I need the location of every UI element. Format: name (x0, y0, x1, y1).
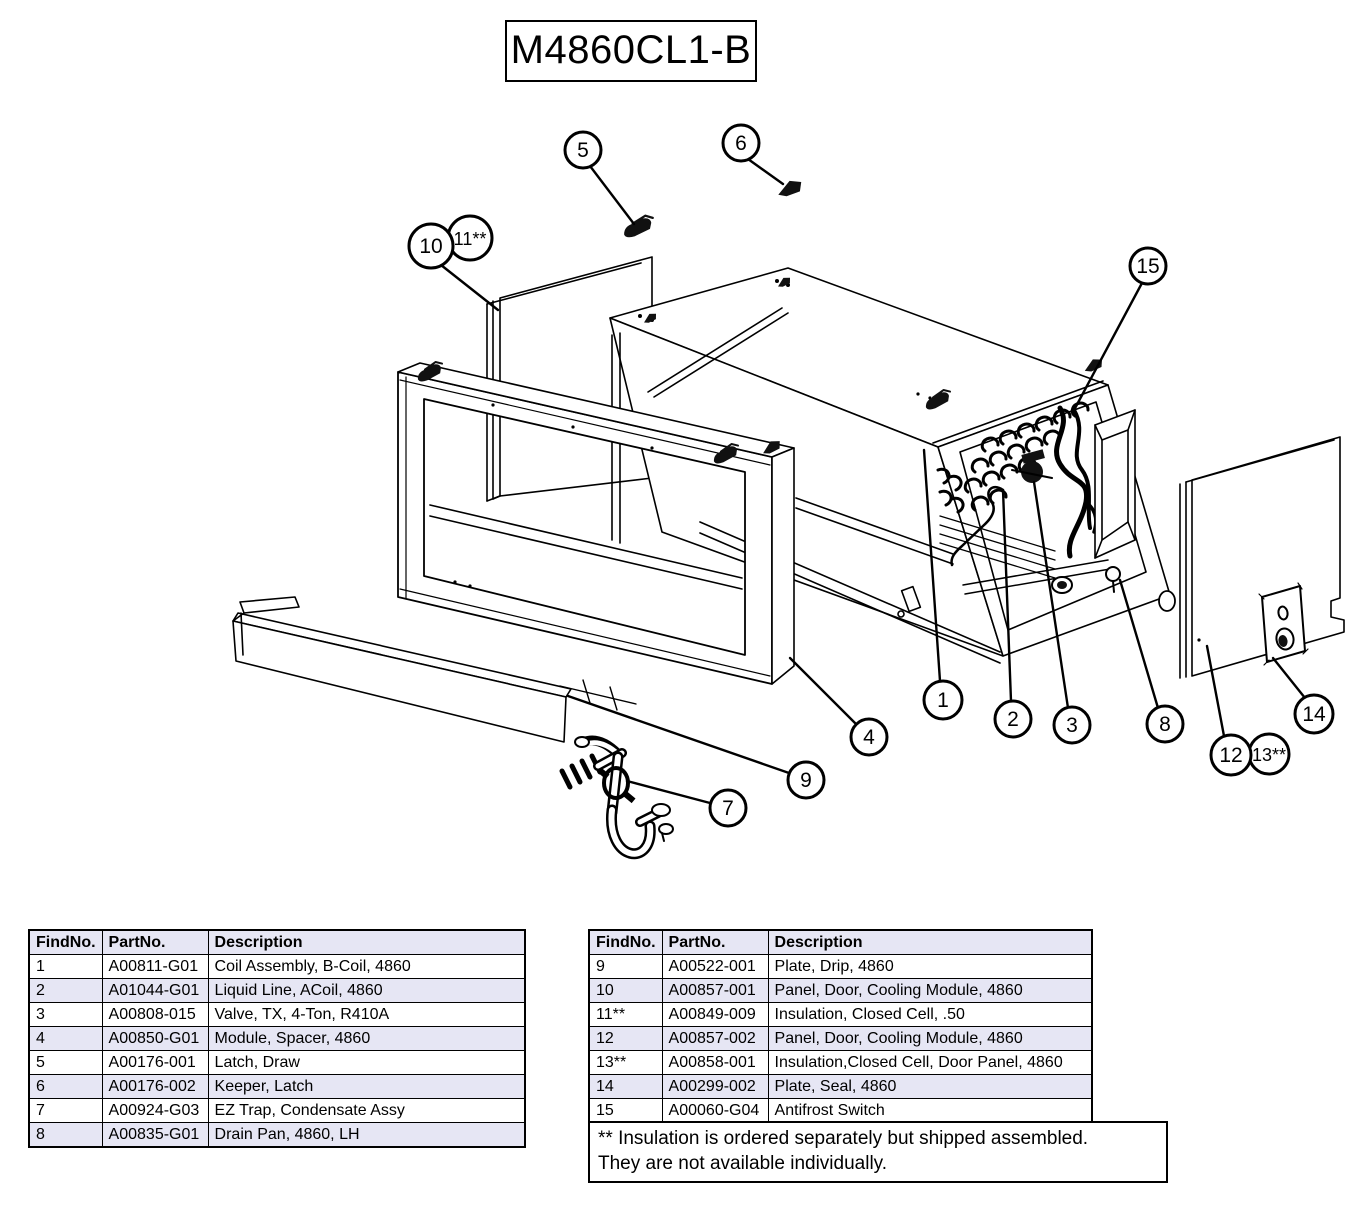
col-header-findno: FindNo. (28, 929, 103, 955)
air-baffle (1094, 409, 1136, 559)
liquid-line (950, 485, 1005, 567)
callouts: 5 6 11** 10 15 1 2 3 8 4 9 7 13** 12 14 (407, 123, 1335, 828)
callout-6: 6 (721, 123, 761, 163)
svg-text:8: 8 (1159, 713, 1171, 736)
svg-text:10: 10 (419, 235, 442, 258)
col-header-description: Description (207, 929, 526, 955)
svg-text:2: 2 (1007, 708, 1019, 731)
callout-10: 10 (407, 222, 455, 270)
callout-4: 4 (849, 717, 889, 757)
col-header-findno: FindNo. (588, 929, 663, 955)
tx-valve (1011, 449, 1053, 483)
svg-text:13**: 13** (1252, 745, 1286, 765)
svg-text:12: 12 (1219, 744, 1242, 767)
cabinet-coil-module (429, 267, 1176, 664)
svg-text:4: 4 (863, 726, 875, 749)
draw-latch-item-5 (620, 213, 657, 240)
col-header-partno: PartNo. (101, 929, 209, 955)
svg-text:5: 5 (577, 139, 589, 162)
model-title: M4860CL1-B (505, 20, 757, 82)
svg-text:3: 3 (1066, 714, 1078, 737)
drip-plate (232, 596, 637, 743)
ez-trap-assembly (559, 735, 674, 860)
col-header-partno: PartNo. (661, 929, 769, 955)
insulation-footnote: ** Insulation is ordered separately but … (588, 1121, 1168, 1184)
callout-14: 14 (1293, 693, 1335, 735)
col-header-description: Description (767, 929, 1093, 955)
callout-3: 3 (1052, 705, 1092, 745)
svg-text:9: 9 (800, 769, 812, 792)
footnote-line-1: ** Insulation is ordered separately but … (598, 1128, 1089, 1149)
svg-text:1: 1 (937, 689, 949, 712)
svg-text:11**: 11** (454, 229, 487, 249)
callout-2: 2 (993, 699, 1033, 739)
callout-5: 5 (563, 130, 603, 170)
door-panel-12-13 (1179, 436, 1345, 679)
leader-lines (439, 157, 1307, 805)
callout-15: 15 (1128, 246, 1168, 286)
svg-text:15: 15 (1136, 255, 1159, 278)
callout-12: 12 (1209, 733, 1253, 777)
svg-text:7: 7 (722, 797, 734, 820)
svg-text:14: 14 (1302, 703, 1326, 726)
spacer-module-frame (397, 362, 795, 685)
svg-text:6: 6 (735, 132, 747, 155)
callout-11: 11** (446, 214, 494, 262)
callout-13: 13** (1247, 732, 1291, 776)
exploded-view-diagram: 5 6 11** 10 15 1 2 3 8 4 9 7 13** 12 14 (232, 123, 1345, 860)
callout-7: 7 (708, 788, 748, 828)
footnote-line-2: They are not available individually. (598, 1153, 888, 1175)
table-header-row: FindNo. PartNo. Description (588, 929, 1093, 955)
drain-pan-edge (962, 559, 1176, 612)
callout-1: 1 (922, 679, 964, 721)
callout-9: 9 (786, 760, 826, 800)
table-header-row: FindNo. PartNo. Description (28, 929, 526, 955)
seal-plate-14 (1258, 582, 1309, 666)
callout-8: 8 (1145, 704, 1185, 744)
